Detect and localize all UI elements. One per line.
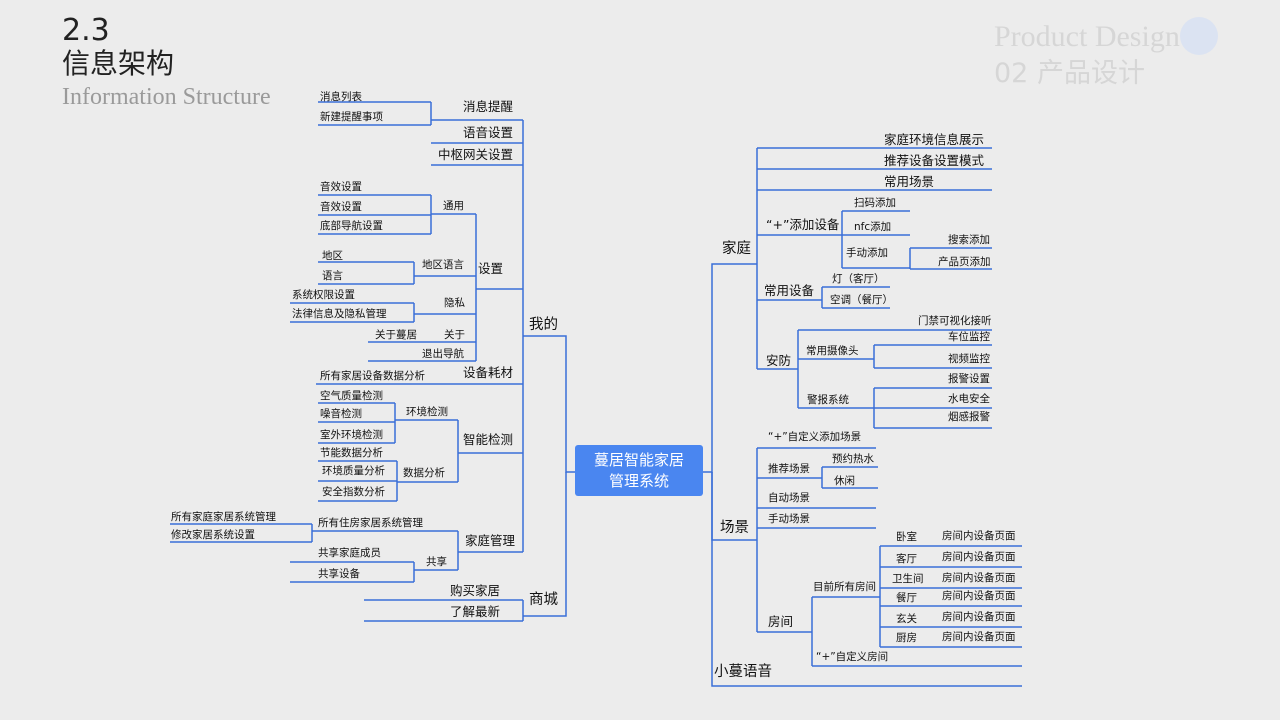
node-room-chufang: 厨房 [896,632,917,644]
node-shoudong-tianjia: 手动添加 [846,247,888,259]
node-jiating-guanli: 家庭管理 [465,533,516,548]
node-changyong-shexiangtou: 常用摄像头 [806,345,859,357]
node-shezhi: 设置 [478,261,504,276]
node-yuyan: 语言 [322,270,343,282]
node-shebei-haocai: 设备耗材 [463,365,514,380]
node-wode: 我的 [529,317,558,333]
node-anfang: 安防 [766,353,792,368]
node-room-woshi: 卧室 [896,531,917,543]
node-yangan-baojing: 烟感报警 [948,411,990,423]
decorative-circle [1180,17,1218,55]
node-changyong-changjing: 常用场景 [884,174,935,189]
node-muqian-fangjian: 目前所有房间 [813,581,876,593]
node-xiaoman-yuyin: 小蔓语音 [714,664,772,680]
node-gongxiang-shebei: 共享设备 [318,568,360,580]
node-huanjing-jiance: 环境检测 [406,406,448,418]
node-xiaoxi-tixing: 消息提醒 [463,99,514,114]
node-shuidian-anquan: 水电安全 [948,393,990,405]
node-kongtiao-canting: 空调（餐厅） [830,294,893,306]
node-room-xuanguan: 玄关 [896,613,917,625]
center-node-line1: 蔓居智能家居 [593,450,684,469]
node-gongxiang-chengyuan: 共享家庭成员 [318,547,381,559]
node-room-canting: 餐厅 [896,592,917,604]
node-diqu-yuyan: 地区语言 [422,259,464,271]
node-shipin-jiankong: 视频监控 [948,353,990,365]
node-guanyu: 关于 [444,329,465,341]
node-baojing-shezhi: 报警设置 [948,373,990,385]
node-shangcheng: 商城 [529,592,558,608]
node-room-keting: 客厅 [896,553,917,565]
page-subtitle: Information Structure [62,84,271,110]
node-goumai-jiaju: 购买家居 [450,583,501,598]
node-zhineng-jiance: 智能检测 [463,432,514,447]
node-room-page-woshi: 房间内设备页面 [942,530,1016,542]
node-room-page-canting: 房间内设备页面 [942,590,1016,602]
node-xitong-quanxian: 系统权限设置 [292,289,355,301]
node-falv-xinxi: 法律信息及隐私管理 [292,308,387,320]
node-gongxiang: 共享 [426,556,447,568]
node-shuju-fenxi: 数据分析 [403,467,445,479]
node-yuyue-reshui: 预约热水 [832,453,874,465]
node-sousuo-tianjia: 搜索添加 [948,234,990,246]
center-node: 蔓居智能家居 管理系统 [575,445,703,496]
section-number: 2.3 [62,13,110,48]
node-huanjing-zhiliang: 环境质量分析 [322,465,385,477]
center-node-line2: 管理系统 [608,471,669,490]
node-changjing: 场景 [720,520,749,536]
node-changyong-shebei: 常用设备 [764,283,815,298]
node-zidingyi-fangjian: “+”自定义房间 [816,651,889,663]
node-chanpinye-tianjia: 产品页添加 [938,256,991,268]
node-jiating: 家庭 [722,241,751,257]
node-tongyong: 通用 [443,200,464,212]
node-room-page-keting: 房间内设备页面 [942,551,1016,563]
node-zhongshu-wangguan: 中枢网关设置 [438,147,514,162]
node-kongqi-jiance: 空气质量检测 [320,390,383,402]
node-yinxiao-2: 音效设置 [320,201,362,213]
node-zhuzhai-guanli: 所有住房家居系统管理 [318,517,423,529]
node-anquan-zhishu: 安全指数分析 [322,486,385,498]
node-saoma-tianjia: 扫码添加 [854,197,896,209]
node-shiwai-jiance: 室外环境检测 [320,429,383,441]
node-jieneng-fenxi: 节能数据分析 [320,447,383,459]
node-zaoyin-jiance: 噪音检测 [320,408,362,420]
node-fangjian: 房间 [768,614,794,629]
node-deng-keting: 灯（客厅） [832,273,885,285]
node-xiuxian: 休闲 [834,475,855,487]
node-zidong-changjing: 自动场景 [768,492,810,504]
node-xiugai-shezhi: 修改家居系统设置 [171,529,255,541]
node-liaojie-zuixin: 了解最新 [450,604,501,619]
node-yinsi: 隐私 [444,297,465,309]
watermark-en: Product Design [994,20,1180,53]
node-tuijian-moshi: 推荐设备设置模式 [884,153,985,168]
node-tuichu-daohang: 退出导航 [422,348,464,360]
node-xiaoxi-liebiao: 消息列表 [320,91,362,103]
node-nfc-tianjia: nfc添加 [854,221,892,233]
node-diqu: 地区 [322,250,343,262]
node-room-weishengjian: 卫生间 [892,573,924,585]
node-shoudong-changjing: 手动场景 [768,513,810,525]
node-haocai-fenxi: 所有家居设备数据分析 [320,370,425,382]
node-jingbao-xitong: 警报系统 [807,394,849,406]
node-dibu-daohang: 底部导航设置 [320,220,383,232]
page-title: 信息架构 [62,47,175,80]
node-jiating-xitong-guanli: 所有家庭家居系统管理 [171,511,276,523]
node-zidingyi-changjing: “+”自定义添加场景 [768,431,862,443]
node-room-page-weishengjian: 房间内设备页面 [942,572,1016,584]
node-xinjian-tixing: 新建提醒事项 [320,111,383,123]
node-guanyu-manju: 关于蔓居 [375,329,417,341]
node-tianjia-shebei: “+”添加设备 [766,217,840,232]
node-menjin: 门禁可视化接听 [918,315,992,327]
node-tuijian-changjing: 推荐场景 [768,463,810,475]
node-chewei-jiankong: 车位监控 [948,331,990,343]
watermark-cn: 02 产品设计 [994,58,1145,89]
node-room-page-chufang: 房间内设备页面 [942,631,1016,643]
node-yinxiao-1: 音效设置 [320,181,362,193]
node-room-page-xuanguan: 房间内设备页面 [942,611,1016,623]
node-yuyin-shezhi: 语音设置 [463,125,514,140]
node-huanjing-zhanshi: 家庭环境信息展示 [884,132,985,147]
